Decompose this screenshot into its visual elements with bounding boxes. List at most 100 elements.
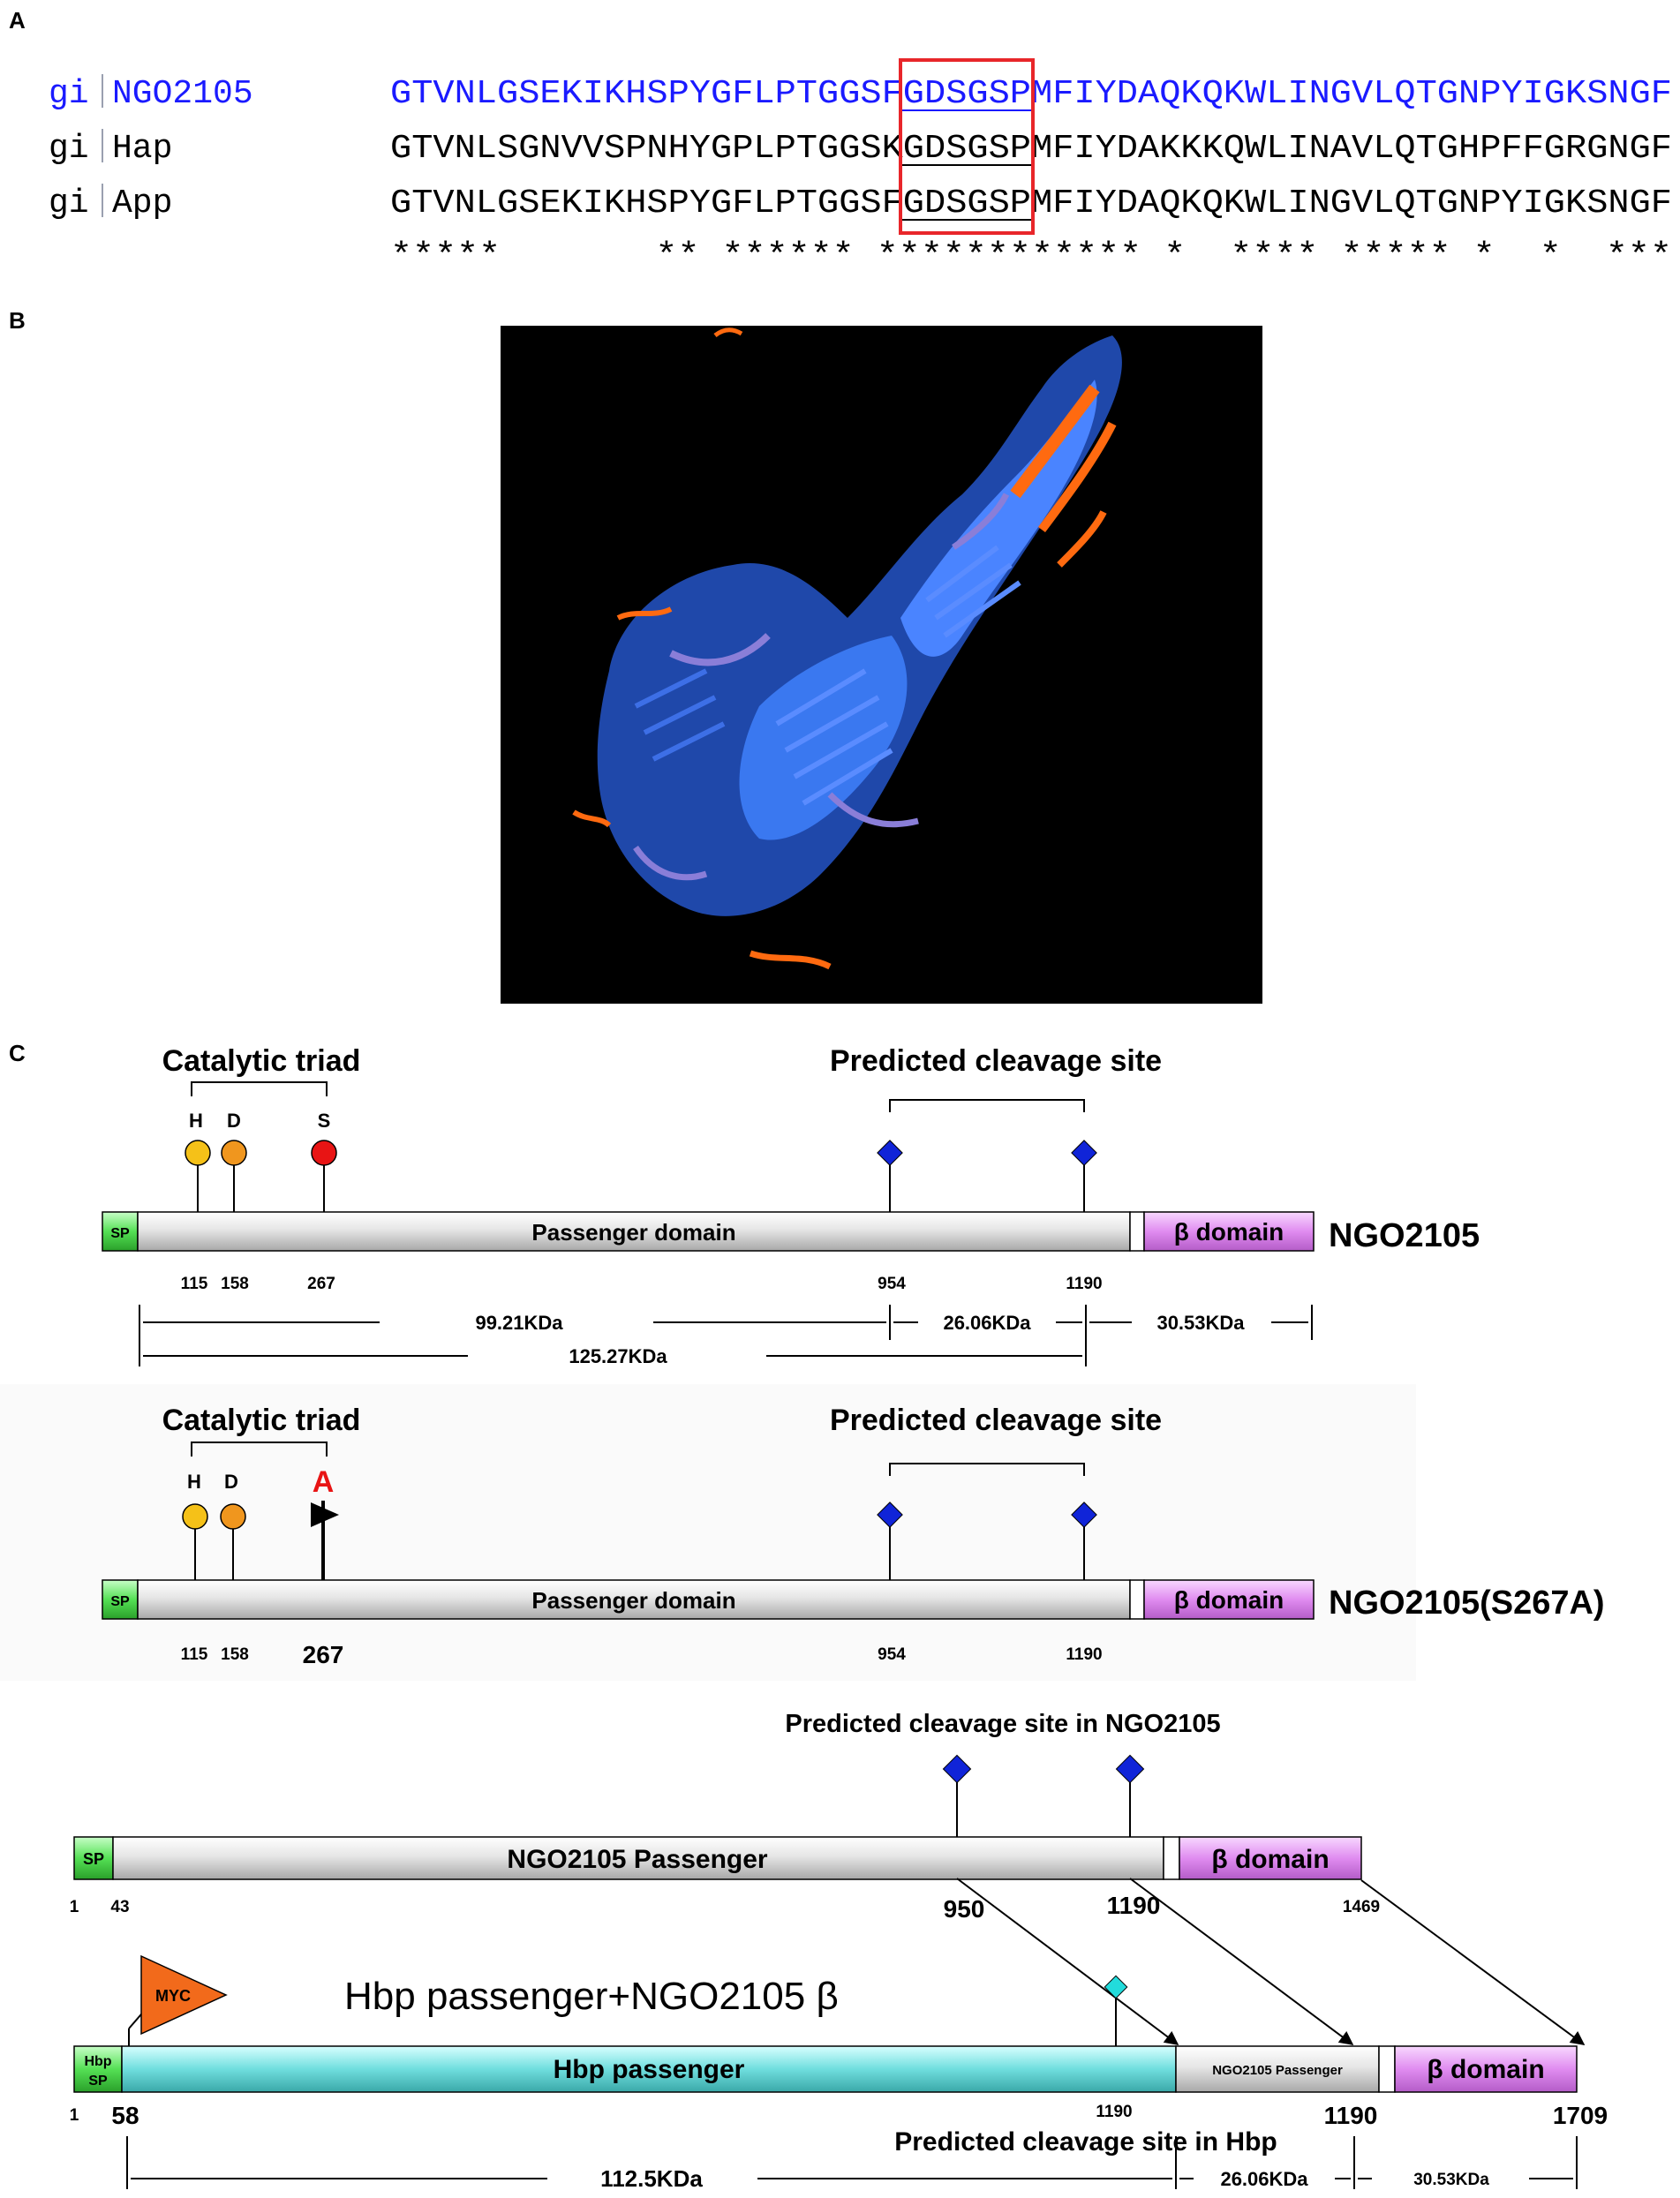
num-1469: 1469 — [1343, 1898, 1380, 1916]
cleavage-site-title-2: Predicted cleavage site — [830, 1404, 1162, 1437]
num-1190-hbp: 1190 — [1096, 2103, 1132, 2121]
diagram-ngo2105: Catalytic triad Predicted cleavage site … — [102, 1044, 1480, 1367]
mw-112: 112.5KDa — [600, 2165, 703, 2192]
num-43: 43 — [110, 1898, 129, 1916]
alignment-rows: gi NGO2105 GTVNLGSEKIKHSPYGFLPTGGSFGDSGS… — [49, 74, 1672, 275]
residue-h-label-2: H — [187, 1471, 201, 1493]
mw-30: 30.53KDa — [1156, 1312, 1245, 1334]
conservation-line: ***** ** ****** ************ * **** ****… — [390, 237, 1672, 275]
protein-name: NGO2105 — [1329, 1217, 1480, 1254]
cleavage-site-hbp-title: Predicted cleavage site in Hbp — [894, 2127, 1277, 2157]
his-marker-2 — [182, 1503, 208, 1530]
cleavage-diamond-1190 — [1071, 1140, 1097, 1166]
beta-segment-2 — [1143, 1579, 1315, 1620]
catalytic-triad-title-2: Catalytic triad — [162, 1404, 361, 1437]
motif-highlight-box — [899, 58, 1035, 235]
num-1190-top: 1190 — [1107, 1892, 1161, 1919]
hbp-cleavage-diamond — [1104, 1975, 1128, 1999]
mw-30-bottom: 30.53KDa — [1413, 2171, 1489, 2189]
cleavage-diamond-1190-3 — [1115, 1754, 1145, 1784]
row2-db: gi — [49, 130, 89, 168]
sp-segment — [102, 1211, 139, 1252]
panel-label-a: A — [9, 7, 26, 34]
beta-label-4: β domain — [1427, 2055, 1544, 2084]
cleavage-diamond-1190-2 — [1071, 1502, 1097, 1528]
ser-marker — [311, 1140, 337, 1166]
num-1190-bottom: 1190 — [1324, 2102, 1378, 2129]
beta-label-2: β domain — [1174, 1586, 1284, 1614]
num-1-top: 1 — [70, 1898, 79, 1916]
hbp-passenger-segment — [121, 2045, 1177, 2093]
catalytic-triad-title: Catalytic triad — [162, 1044, 361, 1078]
pos-158-2: 158 — [221, 1645, 249, 1664]
pos-954: 954 — [878, 1275, 906, 1293]
row3-name: App — [112, 184, 172, 222]
mw-99: 99.21KDa — [475, 1312, 563, 1334]
residue-d-label: D — [227, 1110, 241, 1132]
his-marker — [185, 1140, 211, 1166]
sp-label-3: SP — [83, 1850, 104, 1868]
mw-26: 26.06KDa — [943, 1312, 1031, 1334]
residue-s-label: S — [318, 1110, 331, 1132]
hbp-sp-label-1: Hbp — [84, 2054, 111, 2069]
hbp-sp-label-2: SP — [88, 2074, 108, 2089]
row1-name: NGO2105 — [112, 75, 253, 113]
asp-marker — [221, 1140, 247, 1166]
diagram-fusion: Predicted cleavage site in NGO2105 SP NG… — [70, 1710, 1608, 2192]
beta-segment-4 — [1394, 2045, 1578, 2093]
residue-h-label: H — [189, 1110, 203, 1132]
cleavage-diamond-954-2 — [877, 1502, 903, 1528]
num-1-bottom: 1 — [70, 2106, 79, 2125]
beta-segment-3 — [1179, 1836, 1362, 1880]
fusion-construct-title: Hbp passenger+NGO2105 β — [344, 1975, 839, 2018]
small-ngo-passenger-label: NGO2105 Passenger — [1212, 2063, 1343, 2078]
residue-a-label: A — [313, 1465, 335, 1499]
arrow-1190 — [1129, 1878, 1354, 2045]
cleavage-diamond-954 — [877, 1140, 903, 1166]
panel-label-b: B — [9, 307, 26, 334]
myc-label: MYC — [155, 1987, 191, 2005]
sp-segment-2 — [102, 1579, 139, 1620]
arrow-950 — [956, 1878, 1179, 2045]
diagram-ngo2105-s267a: Catalytic triad Predicted cleavage site … — [0, 1384, 1605, 1681]
num-58: 58 — [111, 2102, 139, 2129]
hbp-passenger-label: Hbp passenger — [554, 2055, 745, 2084]
row1-db: gi — [49, 75, 89, 113]
num-950: 950 — [944, 1895, 985, 1923]
pos-1190: 1190 — [1066, 1275, 1102, 1293]
pos-115-2: 115 — [181, 1645, 208, 1664]
asp-marker-2 — [220, 1503, 246, 1530]
mutation-flag-icon — [311, 1502, 339, 1527]
sp-segment-3 — [73, 1836, 114, 1880]
pos-267: 267 — [307, 1275, 335, 1293]
arrow-1469 — [1360, 1879, 1586, 2045]
passenger-segment — [137, 1211, 1131, 1252]
mw-125: 125.27KDa — [569, 1345, 667, 1367]
ngo-passenger-segment — [112, 1836, 1164, 1880]
row2-name: Hap — [112, 130, 172, 168]
sp-label: SP — [110, 1226, 130, 1241]
small-ngo-passenger-segment — [1175, 2045, 1380, 2093]
pos-158: 158 — [221, 1275, 249, 1293]
cleavage-site-ngo-title: Predicted cleavage site in NGO2105 — [785, 1710, 1220, 1738]
beta-segment — [1143, 1211, 1315, 1252]
cleavage-diamond-950 — [942, 1754, 972, 1784]
num-1709: 1709 — [1553, 2102, 1608, 2129]
pos-267-2: 267 — [303, 1641, 344, 1668]
protein-ribbon — [572, 327, 1122, 970]
cleavage-site-title: Predicted cleavage site — [830, 1044, 1162, 1078]
row3-db: gi — [49, 184, 89, 222]
residue-d-label-2: D — [224, 1471, 238, 1493]
passenger-label-2: Passenger domain — [531, 1587, 735, 1614]
pos-115: 115 — [181, 1275, 208, 1293]
myc-tag-icon — [140, 1954, 228, 2036]
panel-label-c: C — [9, 1040, 26, 1066]
hbp-sp-segment — [73, 2045, 123, 2093]
beta-label-3: β domain — [1211, 1845, 1329, 1874]
pos-954-2: 954 — [878, 1645, 906, 1664]
beta-label: β domain — [1174, 1218, 1284, 1246]
passenger-label: Passenger domain — [531, 1219, 735, 1246]
sp-label-2: SP — [110, 1594, 130, 1609]
pos-1190-2: 1190 — [1066, 1645, 1102, 1664]
